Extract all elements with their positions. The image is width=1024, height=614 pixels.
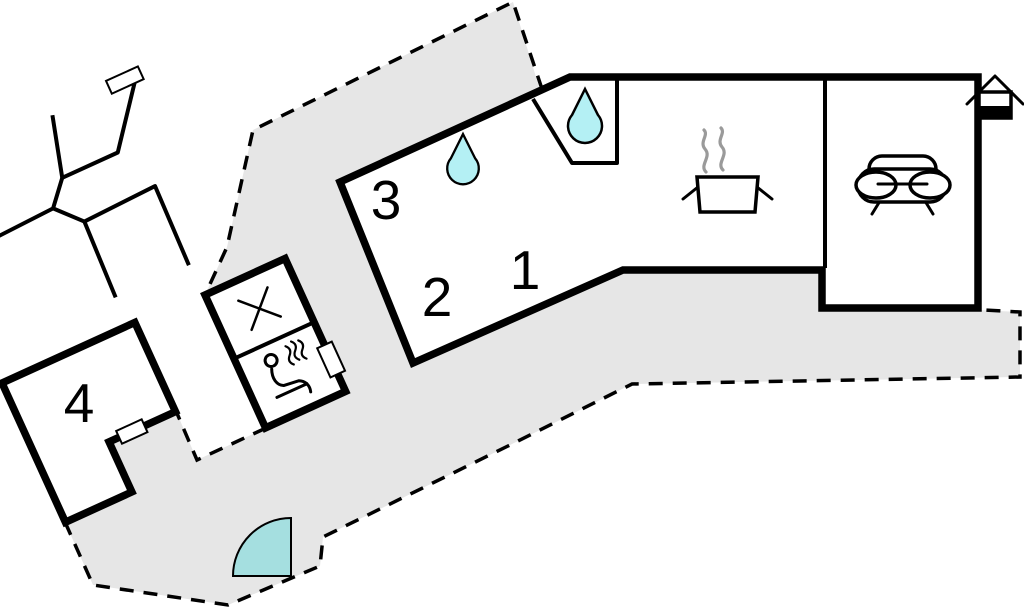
- wall-kitchen-bath: [531, 79, 619, 165]
- room-3-label: 3: [371, 169, 402, 231]
- wall-junction: [0, 177, 86, 242]
- main-house: [335, 73, 982, 368]
- room-4-label: 4: [64, 372, 95, 434]
- sauna-person-icon: [263, 339, 313, 399]
- wall-room1: [82, 184, 191, 299]
- room4-walls: [0, 317, 181, 528]
- room4-building: [0, 317, 181, 528]
- sofa-icon: [854, 154, 952, 216]
- window: [104, 65, 145, 95]
- room-2-label: 2: [422, 266, 453, 328]
- bathroom-drop-icon: [566, 86, 604, 145]
- room-1-label: 1: [510, 239, 541, 301]
- kitchen-pot-icon: [681, 126, 774, 214]
- house-marker-icon: [965, 74, 1024, 120]
- terrace-boundary-dashed: [63, 0, 1022, 607]
- bedroom-block-walls: [0, 65, 191, 299]
- door-2: [114, 418, 149, 446]
- bathroom-drop-icon-2: [446, 131, 480, 186]
- pool-icon: [231, 516, 292, 577]
- wall-sauna-divider: [233, 320, 315, 361]
- door: [315, 340, 347, 379]
- cross-room-icon: [237, 286, 282, 332]
- sauna-outbuilding: [200, 253, 351, 433]
- wall-room3-bath: [50, 77, 138, 180]
